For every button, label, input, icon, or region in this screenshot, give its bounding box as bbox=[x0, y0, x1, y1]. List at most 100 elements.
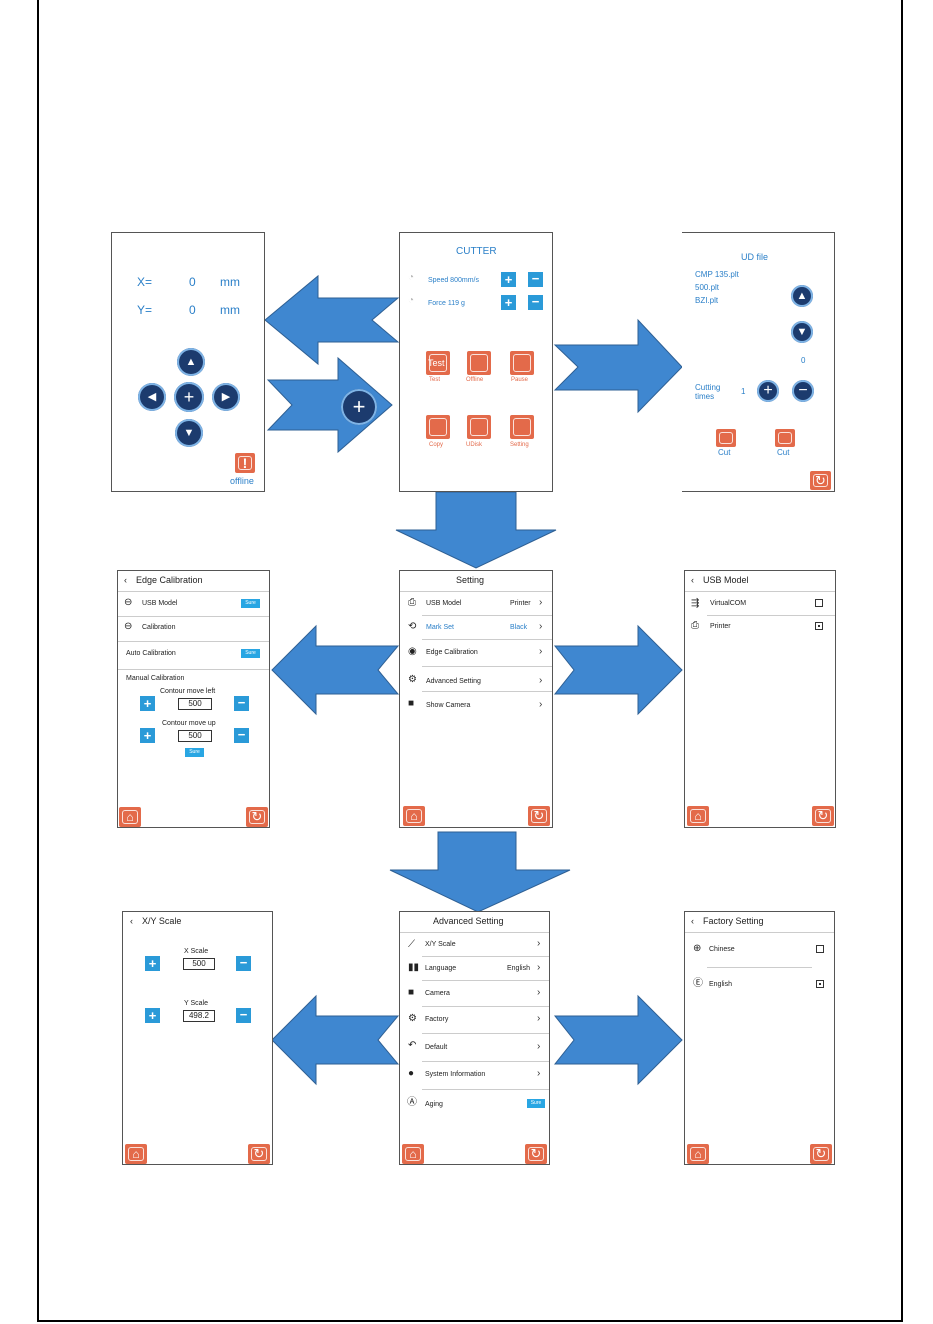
aging-sure-button[interactable]: Sure bbox=[527, 1099, 545, 1108]
down-arrow-icon[interactable]: ▼ bbox=[175, 419, 203, 447]
times-minus-icon[interactable]: − bbox=[792, 380, 814, 402]
force-plus-button[interactable]: + bbox=[501, 295, 516, 310]
offline-label: offline bbox=[230, 476, 254, 486]
manual-sure-button[interactable]: Sure bbox=[185, 748, 204, 757]
home-icon[interactable]: ⌂ bbox=[125, 1144, 147, 1164]
home-icon[interactable]: ⌂ bbox=[402, 1144, 424, 1164]
refresh-icon[interactable]: ↻ bbox=[810, 1144, 832, 1164]
copy-button[interactable] bbox=[426, 415, 450, 439]
y-label: Y= bbox=[137, 303, 153, 317]
edge-title: Edge Calibration bbox=[136, 575, 203, 585]
back-chevron-icon[interactable]: ‹ bbox=[124, 575, 127, 585]
test-button[interactable]: Test bbox=[426, 351, 450, 375]
offline-warning-icon[interactable]: ! bbox=[235, 453, 255, 473]
pause-button[interactable] bbox=[510, 351, 534, 375]
left-arrow-icon[interactable]: ◀ bbox=[138, 383, 166, 411]
force-minus-button[interactable]: − bbox=[528, 295, 543, 310]
refresh-icon[interactable]: ↻ bbox=[810, 471, 831, 490]
chevron-right-icon: › bbox=[539, 646, 543, 657]
undo-icon: ↶ bbox=[408, 1040, 417, 1051]
cutting-times-value: 1 bbox=[741, 387, 746, 396]
printer-checkbox[interactable] bbox=[815, 622, 823, 630]
chevron-right-icon: › bbox=[539, 675, 543, 686]
setting-usb-label: USB Model bbox=[426, 600, 462, 607]
english-checkbox[interactable] bbox=[816, 980, 824, 988]
gear-icon: ⚙ bbox=[408, 674, 417, 685]
back-chevron-icon[interactable]: ‹ bbox=[691, 575, 694, 585]
pause-label: Pause bbox=[511, 377, 529, 383]
auto-sure-button[interactable]: Sure bbox=[241, 649, 260, 658]
contour-left-label: Contour move left bbox=[160, 688, 216, 695]
up-value-field[interactable]: 500 bbox=[178, 730, 212, 742]
divider bbox=[118, 641, 269, 642]
adv-language-label[interactable]: Language bbox=[425, 965, 457, 972]
y-scale-field[interactable]: 498.2 bbox=[183, 1010, 215, 1022]
divider bbox=[118, 591, 269, 592]
divider bbox=[422, 615, 552, 616]
y-plus-button[interactable]: + bbox=[145, 1008, 160, 1023]
usb-icon: ⊖ bbox=[124, 597, 133, 608]
x-minus-button[interactable]: − bbox=[236, 956, 251, 971]
plus-icon[interactable]: + bbox=[174, 382, 204, 412]
setting-label: Setting bbox=[510, 442, 529, 448]
home-icon[interactable]: ⌂ bbox=[403, 806, 425, 826]
left-value-field[interactable]: 500 bbox=[178, 698, 212, 710]
refresh-icon[interactable]: ↻ bbox=[248, 1144, 270, 1164]
up-plus-button[interactable]: + bbox=[140, 728, 155, 743]
scroll-up-icon[interactable]: ▲ bbox=[791, 285, 813, 307]
setting-button[interactable] bbox=[510, 415, 534, 439]
force-label: Force 119 g bbox=[428, 300, 465, 307]
speed-plus-button[interactable]: + bbox=[501, 272, 516, 287]
y-minus-button[interactable]: − bbox=[236, 1008, 251, 1023]
adv-default-label[interactable]: Default bbox=[425, 1044, 448, 1051]
home-icon[interactable]: ⌂ bbox=[119, 807, 141, 827]
up-minus-button[interactable]: − bbox=[234, 728, 249, 743]
plus-circle-icon[interactable]: + bbox=[341, 389, 377, 425]
virtualcom-checkbox[interactable] bbox=[815, 599, 823, 607]
back-chevron-icon[interactable]: ‹ bbox=[691, 916, 694, 926]
force-icon: ◔ bbox=[408, 295, 415, 306]
offline-button[interactable] bbox=[467, 351, 491, 375]
refresh-icon[interactable]: ↻ bbox=[525, 1144, 547, 1164]
left-minus-button[interactable]: − bbox=[234, 696, 249, 711]
x-plus-button[interactable]: + bbox=[145, 956, 160, 971]
chevron-right-icon: › bbox=[539, 699, 543, 710]
x-scale-field[interactable]: 500 bbox=[183, 958, 215, 970]
home-icon[interactable]: ⌂ bbox=[687, 1144, 709, 1164]
divider bbox=[422, 639, 552, 640]
file-3[interactable]: BZI.plt bbox=[695, 296, 719, 305]
cut-warning-button[interactable] bbox=[716, 429, 736, 447]
home-icon[interactable]: ⌂ bbox=[687, 806, 709, 826]
adv-xy-label[interactable]: X/Y Scale bbox=[425, 941, 456, 948]
divider bbox=[422, 1089, 549, 1090]
speed-minus-button[interactable]: − bbox=[528, 272, 543, 287]
file-2[interactable]: 500.plt bbox=[695, 283, 720, 292]
refresh-icon[interactable]: ↻ bbox=[812, 806, 834, 826]
setting-camera-label: Show Camera bbox=[426, 702, 471, 709]
sync-icon: ⟲ bbox=[408, 621, 417, 632]
auto-calibration-label: Auto Calibration bbox=[126, 650, 176, 657]
adv-sysinfo-label[interactable]: System Information bbox=[425, 1071, 486, 1078]
chevron-right-icon: › bbox=[537, 938, 541, 949]
up-arrow-icon[interactable]: ▲ bbox=[177, 348, 205, 376]
refresh-icon[interactable]: ↻ bbox=[246, 807, 268, 827]
divider bbox=[400, 932, 549, 933]
times-plus-icon[interactable]: + bbox=[757, 380, 779, 402]
test-icon-text: Test bbox=[428, 358, 445, 368]
adv-factory-label[interactable]: Factory bbox=[425, 1016, 449, 1023]
file-1[interactable]: CMP 135.plt bbox=[695, 270, 739, 279]
divider bbox=[707, 615, 835, 616]
chinese-checkbox[interactable] bbox=[816, 945, 824, 953]
cut-brush-button[interactable] bbox=[775, 429, 795, 447]
refresh-icon[interactable]: ↻ bbox=[528, 806, 550, 826]
camera-icon: ■ bbox=[408, 987, 415, 998]
left-plus-button[interactable]: + bbox=[140, 696, 155, 711]
scroll-down-icon[interactable]: ▼ bbox=[791, 321, 813, 343]
globe-icon: ⊕ bbox=[693, 943, 702, 954]
udisk-button[interactable] bbox=[467, 415, 491, 439]
adv-camera-label[interactable]: Camera bbox=[425, 990, 450, 997]
move-panel: X= 0 mm Y= 0 mm ▲ ◀ + ▶ ▼ ! offline bbox=[111, 232, 265, 492]
back-chevron-icon[interactable]: ‹ bbox=[130, 916, 133, 926]
usb-sure-button[interactable]: Sure bbox=[241, 599, 260, 608]
right-arrow-icon[interactable]: ▶ bbox=[212, 383, 240, 411]
